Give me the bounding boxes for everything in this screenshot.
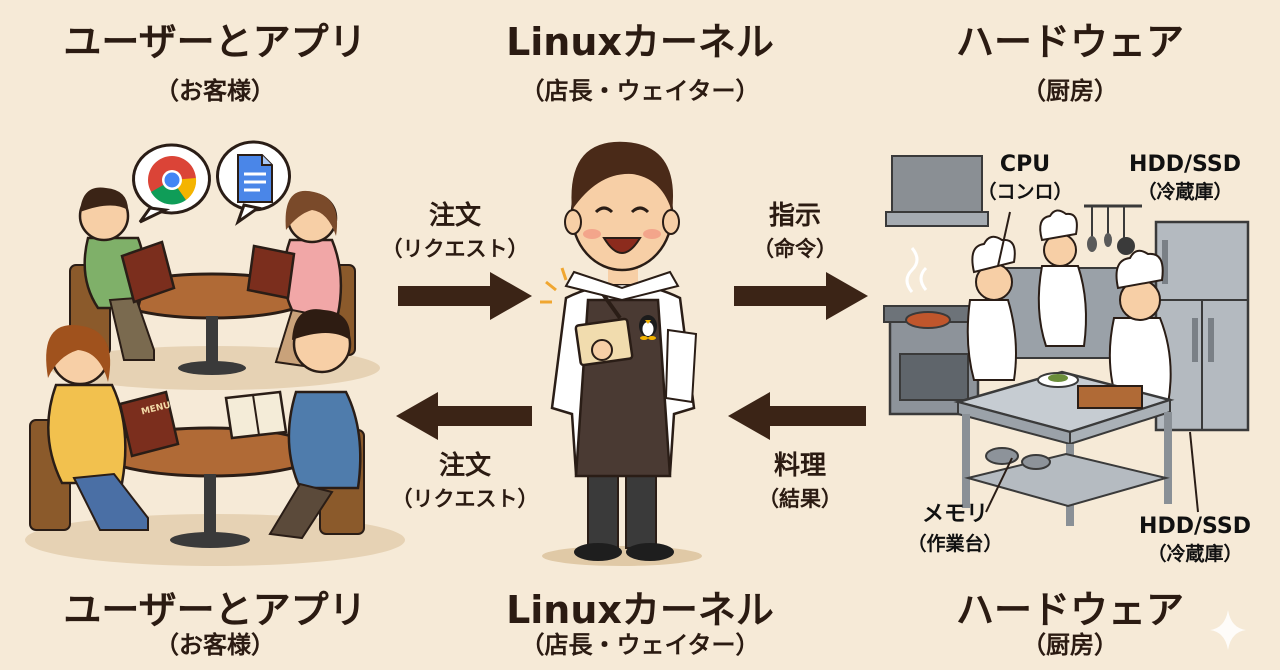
chrome-browser-icon xyxy=(132,143,211,224)
storage-bottom-sub: （冷蔵庫） xyxy=(1147,543,1243,565)
customers-scene xyxy=(25,140,405,566)
arrow-result-label: 料理 xyxy=(773,451,826,481)
customer-man-green xyxy=(69,187,176,361)
hardware-title-top: ハードウェア xyxy=(955,20,1184,64)
chef-back xyxy=(1037,209,1087,347)
arrow-command xyxy=(734,272,868,320)
refrigerator xyxy=(1154,220,1250,432)
memory-sub: （作業台） xyxy=(907,533,1003,555)
users-title-bottom: ユーザーとアプリ xyxy=(63,588,367,632)
hardware-title-bottom: ハードウェア xyxy=(955,588,1184,632)
chef-stove xyxy=(966,235,1017,381)
arrow-command-label: 指示 xyxy=(768,201,821,231)
chef-front xyxy=(1108,249,1172,405)
linux-penguin-icon xyxy=(639,315,657,340)
users-subtitle-top: （お客様） xyxy=(155,77,275,105)
customer-woman-yellow xyxy=(29,325,180,531)
arrow-request-in xyxy=(398,272,532,320)
cpu-sub: （コンロ） xyxy=(977,181,1073,203)
cpu-label: CPU xyxy=(999,152,1051,177)
kernel-title-bottom: Linuxカーネル xyxy=(506,588,774,632)
arrow-request-in-sub: （リクエスト） xyxy=(381,237,529,261)
kitchen-scene xyxy=(883,155,1250,526)
hardware-subtitle-bottom: （厨房） xyxy=(1022,631,1118,659)
stove xyxy=(883,247,985,416)
waiter xyxy=(540,141,702,566)
storage-top-label: HDD/SSD xyxy=(1129,152,1241,177)
arrow-result-sub: （結果） xyxy=(758,487,842,511)
hardware-subtitle-top: （厨房） xyxy=(1022,77,1118,105)
storage-bottom-label: HDD/SSD xyxy=(1139,514,1251,539)
arrow-request-in-label: 注文 xyxy=(428,201,481,231)
sparkle-icon xyxy=(1210,610,1246,650)
document-icon xyxy=(216,140,291,226)
kernel-subtitle-top: （店長・ウェイター） xyxy=(520,77,760,105)
kernel-title-top: Linuxカーネル xyxy=(506,20,774,64)
arrow-result xyxy=(728,392,866,440)
arrow-command-sub: （命令） xyxy=(753,237,837,261)
arrow-request-out-sub: （リクエスト） xyxy=(391,487,539,511)
kernel-subtitle-bottom: （店長・ウェイター） xyxy=(520,631,760,659)
users-subtitle-bottom: （お客様） xyxy=(155,631,275,659)
users-title-top: ユーザーとアプリ xyxy=(63,20,367,64)
customer-man-blue xyxy=(224,309,365,540)
arrows xyxy=(396,272,868,440)
storage-top-sub: （冷蔵庫） xyxy=(1137,181,1233,203)
arrow-request-out-label: 注文 xyxy=(438,451,491,481)
memory-label: メモリ xyxy=(921,502,988,527)
work-table xyxy=(953,370,1175,526)
arrow-request-out xyxy=(396,392,532,440)
